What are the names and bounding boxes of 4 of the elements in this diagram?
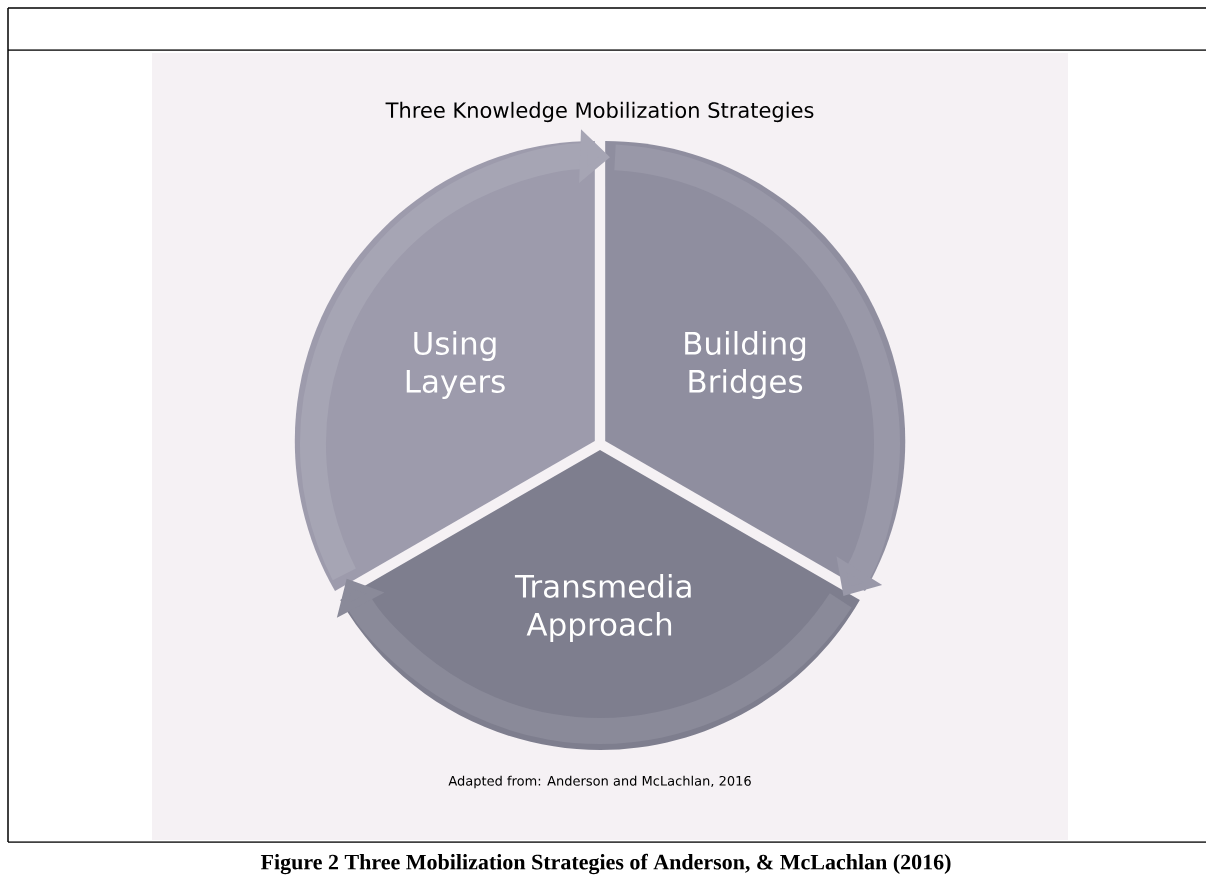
title: Three Knowledge Mobilization Strategies: [385, 101, 814, 123]
caption: Figure 2 Three Mobilization Strategies of Anderson, & McLachlan (2016): [260, 853, 951, 875]
source-note: Adapted from: Anderson and McLachlan, 2016: [448, 775, 751, 789]
sector: Transmedia Approach: [340, 450, 860, 751]
